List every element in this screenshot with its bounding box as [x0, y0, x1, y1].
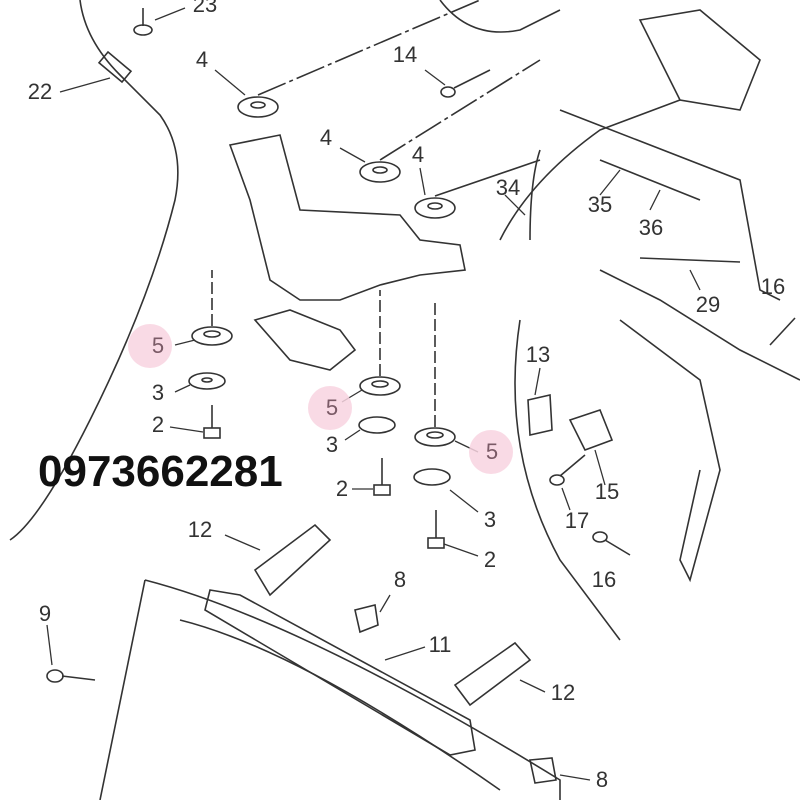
bolt-2a	[203, 405, 221, 439]
clip-8a	[354, 604, 379, 634]
callout-5: 5	[151, 333, 165, 358]
collar-5b	[359, 376, 401, 396]
callout-5: 5	[325, 395, 339, 420]
callout-2: 2	[483, 547, 497, 572]
bracket	[228, 134, 466, 301]
screw-16a	[769, 317, 796, 346]
screw-9	[46, 669, 96, 683]
cable-34	[529, 149, 541, 241]
cover-11	[204, 589, 476, 756]
callout-3: 3	[483, 507, 497, 532]
callout-29: 29	[695, 292, 721, 317]
bolt-2c	[427, 510, 445, 549]
callout-11: 11	[428, 632, 452, 657]
grommet-4b	[359, 161, 401, 183]
washer-3c	[413, 468, 451, 486]
callout-35: 35	[587, 192, 613, 217]
highlight-5b	[308, 386, 352, 430]
screw-23	[133, 8, 153, 36]
callout-4: 4	[319, 125, 333, 150]
cable-22	[9, 0, 179, 541]
pad-12b	[453, 641, 532, 707]
handlebar	[439, 0, 561, 33]
collar-5c	[414, 427, 456, 447]
stay	[599, 269, 800, 381]
washer-3a	[188, 372, 226, 390]
callout-13: 13	[525, 342, 551, 367]
washer-3b	[358, 416, 396, 434]
screw-14	[440, 69, 491, 98]
callout-2: 2	[335, 476, 349, 501]
clip-15	[568, 409, 614, 451]
callout-36: 36	[638, 215, 664, 240]
clip-13	[527, 394, 553, 436]
callout-17: 17	[564, 508, 590, 533]
grommet-4a	[237, 96, 279, 118]
callout-8: 8	[393, 567, 407, 592]
callout-22: 22	[27, 79, 53, 104]
callout-14: 14	[392, 42, 418, 67]
callout-4: 4	[411, 142, 425, 167]
callout-8: 8	[595, 767, 609, 792]
frame-line	[514, 319, 621, 641]
cable-35	[599, 159, 701, 201]
bolt-2b	[373, 458, 391, 496]
clip-8b	[529, 757, 557, 784]
cable-29	[639, 257, 741, 263]
callout-16: 16	[591, 567, 617, 592]
phone-number: 0973662281	[38, 447, 283, 496]
callout-16: 16	[760, 274, 786, 299]
callout-9: 9	[38, 601, 52, 626]
screw-17	[549, 454, 586, 486]
bracket-lower	[253, 309, 357, 371]
callout-5: 5	[485, 439, 499, 464]
collar-5a	[191, 326, 233, 346]
highlight-5c	[469, 430, 513, 474]
highlight-5a	[128, 324, 172, 368]
callout-12: 12	[550, 680, 576, 705]
screw-16b	[592, 531, 631, 556]
callout-3: 3	[151, 380, 165, 405]
cover-edge	[144, 579, 561, 800]
callout-15: 15	[594, 479, 620, 504]
pad-12a	[253, 523, 332, 597]
callout-2: 2	[151, 412, 165, 437]
callout-12: 12	[187, 517, 213, 542]
cable-end	[97, 50, 133, 84]
callout-34: 34	[495, 175, 521, 200]
callout-3: 3	[325, 432, 339, 457]
callout-4: 4	[195, 47, 209, 72]
grommet-4c	[414, 197, 456, 219]
switch-housing	[638, 9, 761, 111]
callout-23: 23	[192, 0, 218, 17]
